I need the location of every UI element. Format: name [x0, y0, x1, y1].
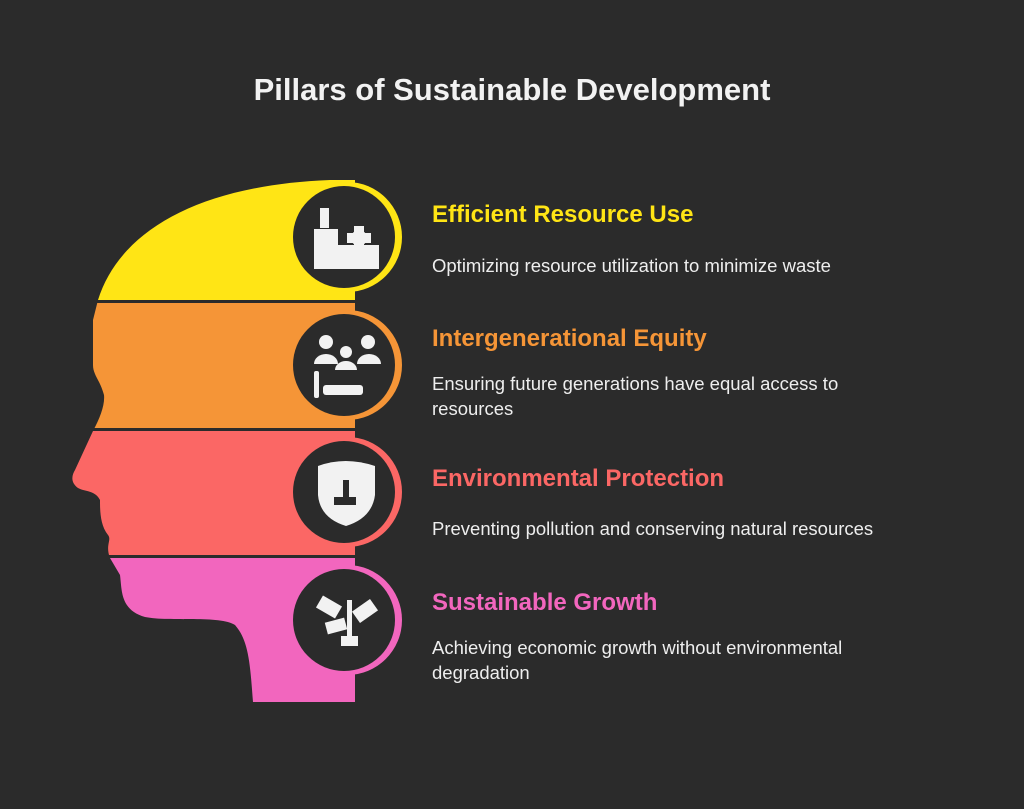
pillar-heading: Intergenerational Equity	[432, 325, 707, 352]
pillar-heading: Sustainable Growth	[432, 589, 658, 616]
pillar-description: Achieving economic growth without enviro…	[432, 637, 843, 683]
pillar-description: Ensuring future generations have equal a…	[432, 373, 839, 419]
pillar-intergenerational-equity: Intergenerational Equity Ensuring future…	[432, 324, 912, 421]
pillar-description: Optimizing resource utilization to minim…	[432, 255, 831, 276]
family-generations-icon	[314, 335, 381, 398]
factory-gear-icon	[314, 208, 379, 269]
icon-circle-4	[292, 565, 402, 675]
page-title: Pillars of Sustainable Development	[253, 72, 771, 107]
pillar-heading: Efficient Resource Use	[432, 201, 694, 228]
pillar-description: Preventing pollution and conserving natu…	[432, 518, 874, 539]
icon-circle-1	[292, 182, 402, 292]
pillar-heading: Environmental Protection	[432, 465, 725, 492]
pillar-efficient-resource-use: Efficient Resource Use Optimizing resour…	[432, 200, 912, 278]
icon-circle-2	[292, 310, 402, 420]
money-plant-icon	[315, 595, 379, 646]
pillar-sustainable-growth: Sustainable Growth Achieving economic gr…	[432, 588, 912, 685]
icon-circle-3	[292, 437, 402, 547]
pillar-environmental-protection: Environmental Protection Preventing poll…	[432, 464, 912, 541]
